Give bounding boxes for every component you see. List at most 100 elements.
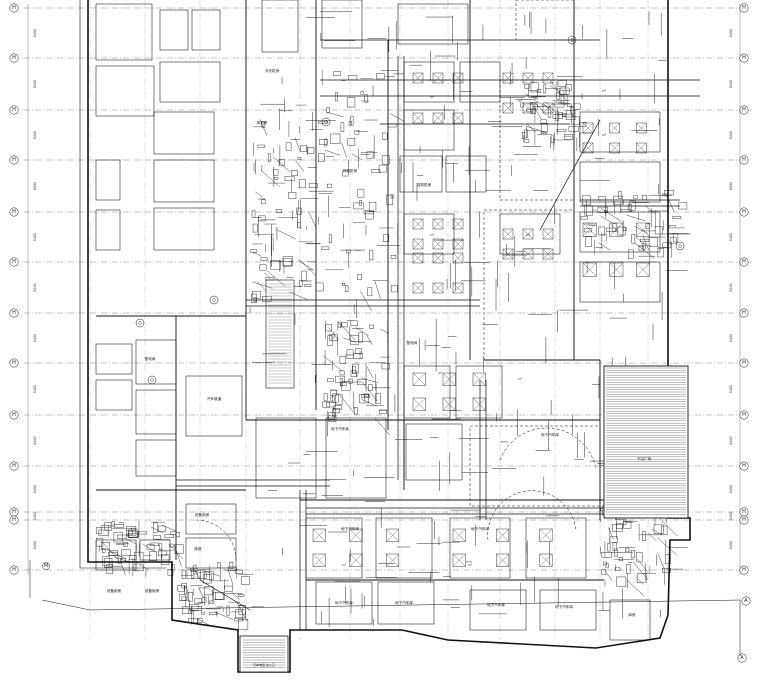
axis-bubble-label: H (12, 310, 16, 316)
axis-bubble (739, 207, 749, 217)
diffuser-box (522, 228, 534, 240)
equipment-unit (170, 531, 177, 536)
equipment-unit (364, 94, 369, 103)
diffuser-cross (452, 238, 464, 250)
room-outline (153, 207, 215, 251)
room-outline (445, 155, 487, 193)
equipment-unit (636, 552, 643, 563)
equipment-unit (217, 562, 221, 568)
equipment-unit (556, 92, 560, 100)
equipment-unit (181, 596, 187, 601)
equipment-unit (641, 195, 647, 200)
diffuser-box (636, 222, 650, 237)
diffuser-box (432, 112, 444, 124)
room-label: 排风机房 (343, 168, 358, 173)
equipment-unit (149, 542, 160, 546)
axis-bubble-label: H (742, 259, 746, 265)
diffuser-cross (349, 528, 363, 542)
equipment-unit (612, 542, 618, 551)
equipment-unit (662, 568, 671, 573)
equipment-unit (291, 170, 298, 176)
radius-arc (499, 427, 597, 471)
diffuser-cross (542, 248, 554, 260)
diffuser-cross (609, 222, 624, 237)
equipment-unit (528, 90, 538, 98)
axis-bubble (739, 410, 749, 420)
diffuser-cross (412, 372, 426, 386)
equipment-unit (642, 531, 646, 541)
equipment-unit (158, 525, 166, 533)
equipment-unit (630, 549, 635, 559)
equipment-unit (318, 121, 328, 124)
row-dimension: 8400 (33, 233, 37, 241)
room-outline (579, 161, 661, 203)
equipment-unit (297, 222, 301, 229)
equipment-unit (137, 531, 148, 535)
diffuser-box (542, 102, 554, 114)
diffuser-cross (582, 262, 597, 277)
pipe-run (637, 559, 648, 573)
axis-bubble (739, 53, 749, 63)
equipment-unit (339, 370, 345, 376)
room-outline (185, 537, 237, 569)
diffuser-box (312, 528, 326, 542)
diffuser-cross (542, 228, 554, 240)
equipment-unit (629, 200, 636, 211)
equipment-unit (300, 145, 307, 152)
equipment-unit (381, 155, 390, 165)
diffuser-cross (502, 72, 514, 84)
diffuser-cross (472, 372, 486, 386)
equipment-unit (350, 116, 354, 126)
axis-bubble-label: A (740, 655, 744, 661)
axis-bubble (739, 515, 749, 525)
equipment-unit (299, 280, 303, 287)
equipment-unit (614, 548, 619, 557)
stair-outline (265, 279, 295, 389)
axis-bubble-label: H (742, 209, 746, 215)
pipe-run (366, 335, 373, 345)
equipment-unit (353, 202, 364, 210)
site-boundary (41, 599, 741, 656)
equipment-unit (368, 202, 377, 212)
equipment-unit (171, 564, 175, 571)
equipment-unit (253, 297, 257, 302)
equipment-unit (164, 534, 174, 538)
equipment-unit (238, 594, 245, 597)
room-outline (539, 589, 597, 631)
axis-bubble-label: H (12, 567, 16, 573)
equipment-unit (379, 409, 387, 414)
equipment-unit (669, 237, 677, 245)
room-outline (191, 9, 221, 51)
axis-bubble (9, 155, 19, 165)
equipment-unit (340, 122, 345, 133)
ramp-hatch (239, 279, 689, 673)
area-tag: m² (602, 233, 607, 237)
diffuser-box (502, 228, 514, 240)
pipe-run (255, 191, 263, 198)
axis-bubble-label: H (12, 509, 16, 515)
equipment-unit (358, 332, 363, 343)
equipment-unit (540, 119, 547, 125)
axis-bubble-label: H (742, 412, 746, 418)
equipment-unit (102, 548, 106, 553)
diffuser-box (412, 72, 424, 84)
axis-bubble (42, 562, 50, 570)
axis-bubble-label: H (742, 5, 746, 11)
diffuser-cross (496, 553, 509, 567)
fan-hub (678, 244, 682, 248)
diffuser-box (522, 102, 534, 114)
room-outline (153, 159, 215, 203)
room-label: 地下汽车库 (335, 600, 353, 605)
equipment-unit (273, 169, 279, 176)
equipment-unit (390, 255, 397, 259)
equipment-unit (109, 550, 118, 556)
equipment-unit (339, 356, 346, 364)
row-dimension: 8400 (729, 80, 733, 88)
equipment-unit (251, 210, 256, 218)
equipment-unit (563, 134, 573, 140)
room-outline (95, 3, 153, 61)
equipment-unit (556, 128, 567, 132)
diffuser-box (412, 372, 426, 386)
room-labels: 汽车坡道下沉广场冷冻机房排风机房送风机房配电间设备用房库房风机房地下汽车库地下汽… (107, 68, 652, 667)
